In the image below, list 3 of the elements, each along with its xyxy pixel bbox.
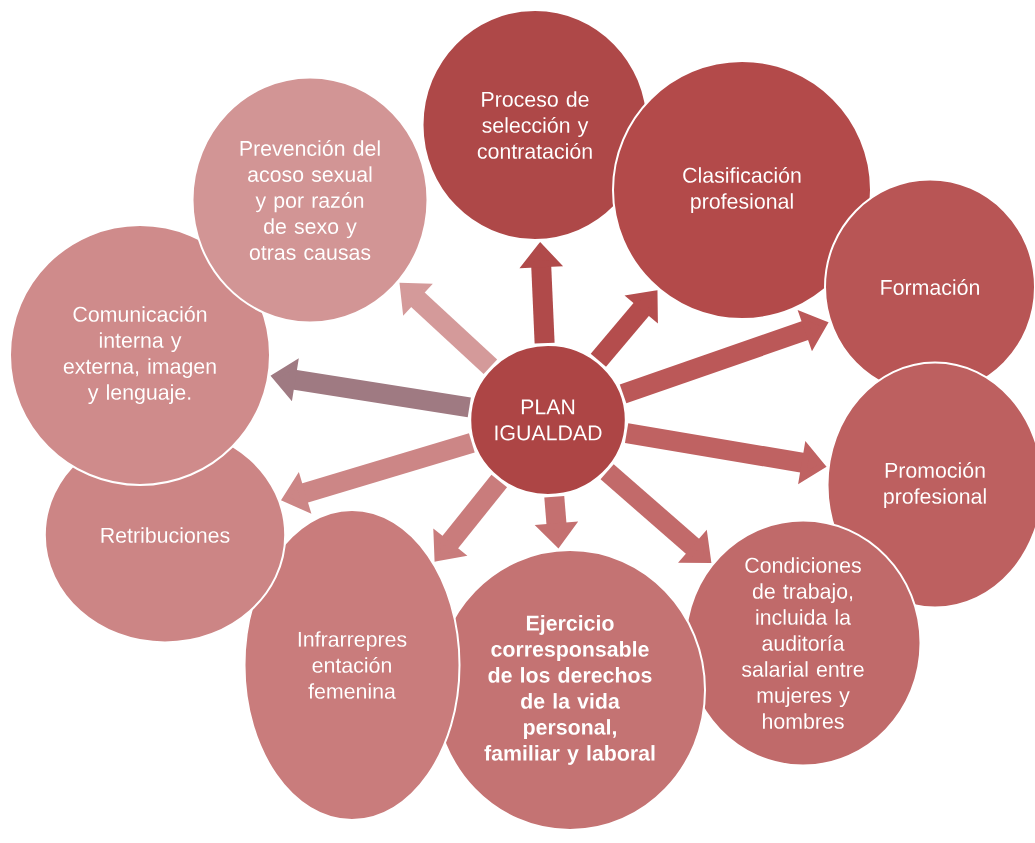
block-arrow	[590, 290, 658, 367]
block-arrow	[433, 474, 508, 562]
block-arrow	[399, 282, 498, 375]
